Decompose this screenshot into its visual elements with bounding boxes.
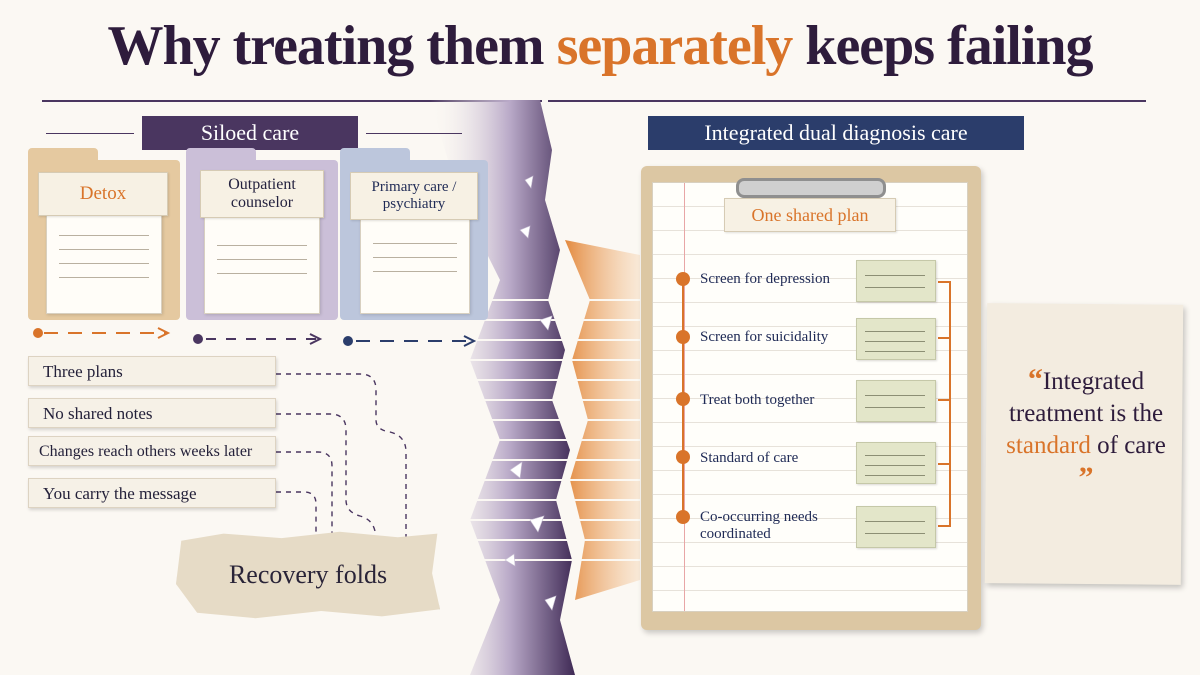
recovery-folds-note: Recovery folds — [176, 531, 440, 619]
folder-label-outpatient: Outpatient counselor — [200, 170, 324, 218]
problem-note: Changes reach others weeks later — [28, 436, 276, 466]
step-note — [856, 260, 936, 302]
step-label: Screen for suicidality — [700, 329, 829, 345]
step-marker — [676, 272, 690, 286]
step-label: Standard of care — [700, 450, 799, 466]
step-note — [856, 380, 936, 422]
folder-tab — [340, 148, 410, 166]
folder-primary-care[interactable]: Primary care / psychiatry — [340, 148, 488, 320]
problem-note: No shared notes — [28, 398, 276, 428]
title-text-before: Why treating them — [107, 15, 557, 77]
title-text-after: keeps failing — [792, 15, 1093, 77]
folder-paper — [360, 216, 470, 314]
integrated-care-banner: Integrated dual diagnosis care — [648, 116, 1024, 150]
folder-tab — [28, 148, 98, 166]
quote-open-mark: “ — [1027, 363, 1043, 396]
siloed-rule-right — [366, 133, 462, 134]
siloed-care-banner: Siloed care — [142, 116, 358, 150]
quote-text-after: of care — [1090, 432, 1166, 459]
problem-note: You carry the message — [28, 478, 276, 508]
problem-connectors — [276, 373, 407, 541]
arrow-detox — [33, 327, 171, 339]
step-marker — [676, 450, 690, 464]
page-title: Why treating them separately keeps faili… — [0, 14, 1200, 78]
problem-note: Three plans — [28, 356, 276, 386]
folder-tab — [186, 148, 256, 166]
step-note — [856, 506, 936, 548]
arrow-primary-care — [343, 335, 477, 347]
folder-paper — [204, 214, 320, 314]
folder-paper — [46, 210, 162, 314]
step-label: Screen for depression — [700, 271, 830, 287]
title-highlight: separately — [556, 15, 794, 77]
clipboard-clip-icon — [736, 178, 886, 198]
step-label: Treat both together — [700, 392, 815, 408]
siloed-rule-left — [46, 133, 134, 134]
step-marker — [676, 392, 690, 406]
step-note — [856, 442, 936, 484]
step-label: Co-occurring needs coordinated — [700, 509, 818, 543]
shared-plan-label: One shared plan — [724, 198, 896, 232]
quote-highlight: standard — [1006, 432, 1091, 459]
folder-label-primary-care: Primary care / psychiatry — [350, 172, 478, 220]
folder-label-detox: Detox — [38, 172, 168, 216]
folder-detox[interactable]: Detox — [28, 148, 180, 320]
arrow-outpatient — [193, 333, 323, 345]
step-marker — [676, 510, 690, 524]
step-marker — [676, 330, 690, 344]
quote-text-before: Integrated treatment is the — [1008, 368, 1164, 427]
step-note — [856, 318, 936, 360]
quote-close-mark: ” — [1078, 461, 1094, 494]
quote-text: “Integrated treatment is the standard of… — [998, 364, 1174, 496]
title-rule-left — [42, 100, 542, 102]
title-rule-right — [548, 100, 1146, 102]
folder-outpatient[interactable]: Outpatient counselor — [186, 148, 338, 320]
